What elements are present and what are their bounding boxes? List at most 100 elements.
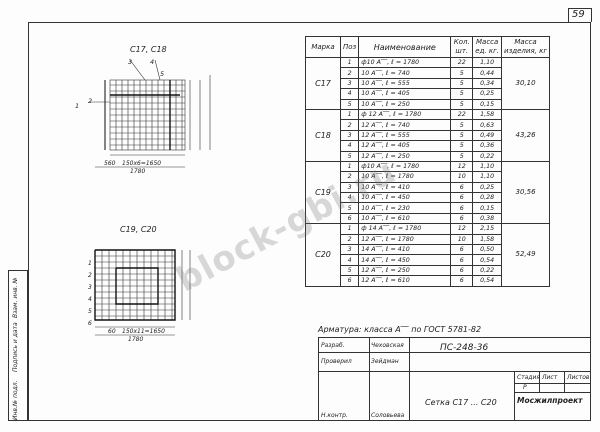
pos-cell: 1 [339, 223, 360, 235]
pos-cell: 4 [339, 140, 360, 152]
drawing-2-callout-1: 1 [88, 260, 92, 267]
qty-cell: 12 [450, 160, 474, 173]
mass-cell: 0,49 [472, 129, 503, 142]
total-mass-cell: 30,56 [501, 160, 551, 225]
table-row: 4 12 А‾‾, ℓ = 405 5 0,36 [306, 140, 550, 152]
mark-cell: С18 [305, 108, 341, 162]
drawing-1-title: С17, С18 [130, 45, 167, 54]
name-normcontrol: Соловьева [371, 412, 405, 419]
pos-cell: 2 [339, 67, 360, 79]
header-qty: Кол.шт. [450, 36, 474, 58]
header-mark: Марка [305, 36, 341, 58]
mass-cell: 0,28 [472, 192, 503, 204]
mass-cell: 0,22 [472, 264, 503, 277]
side-strip-label-3: Взам. инв. № [12, 277, 19, 318]
table-row: 6 12 А‾‾, ℓ = 610 6 0,54 [306, 275, 550, 287]
header-pos: Поз [339, 36, 360, 58]
mass-cell: 0,25 [472, 88, 503, 100]
drawing-1-dim-3: 1780 [130, 168, 146, 175]
mass-cell: 0,54 [472, 275, 503, 287]
role-normcontrol: Н.контр. [321, 412, 348, 419]
total-mass-cell: 52,49 [501, 223, 551, 287]
qty-cell: 5 [450, 98, 474, 110]
tb-divider [564, 371, 565, 392]
qty-cell: 6 [450, 244, 474, 256]
qty-cell: 6 [450, 275, 474, 287]
side-strip-label-2: Подпись и дата [12, 322, 19, 372]
mass-cell: 0,25 [472, 181, 503, 194]
mesh-drawing-c19-c20 [94, 249, 191, 336]
tb-divider [514, 371, 515, 420]
mass-cell: 2,15 [472, 223, 503, 235]
drawing-2-dim-3: 1780 [128, 336, 144, 343]
mass-cell: 0,63 [472, 119, 503, 131]
name-cell: 14 А‾‾, ℓ = 450 [358, 254, 452, 266]
mass-cell: 0,38 [472, 212, 503, 225]
name-cell: 12 А‾‾, ℓ = 740 [358, 119, 452, 131]
table-row: 5 12 А‾‾, ℓ = 250 5 0,22 [306, 150, 550, 162]
total-mass-cell: 43,26 [501, 108, 551, 162]
mass-cell: 1,58 [472, 233, 503, 246]
total-mass-cell: 30,10 [501, 57, 551, 110]
table-row: С20 1 ф 14 А‾‾, ℓ = 1780 12 2,15 52,49 [305, 223, 551, 287]
qty-cell: 10 [450, 171, 474, 183]
pos-cell: 5 [339, 98, 360, 110]
side-strip-label-1: Инв.№ подл. [12, 380, 19, 421]
qty-cell: 5 [450, 140, 474, 152]
side-strip [8, 270, 28, 421]
header-mass-line2: ед. кг. [475, 47, 500, 55]
pos-cell: 5 [339, 264, 360, 277]
qty-cell: 5 [450, 119, 474, 131]
qty-cell: 5 [450, 129, 474, 142]
table-row: С18 1 ф 12 А‾‾, ℓ = 1780 22 1,58 43,26 [305, 108, 551, 162]
name-cell: ф 14 А‾‾, ℓ = 1780 [358, 223, 452, 235]
pos-cell: 6 [339, 275, 360, 287]
mass-cell: 1,58 [472, 108, 503, 121]
mass-cell: 1,10 [472, 160, 503, 173]
name-cell: ф 12 А‾‾, ℓ = 1780 [358, 108, 452, 121]
header-name: Наименование [358, 36, 452, 58]
name-developer: Чеховская [371, 342, 404, 349]
tb-divider [514, 383, 590, 384]
qty-cell: 6 [450, 192, 474, 204]
tb-divider [319, 371, 590, 372]
qty-cell: 6 [450, 254, 474, 266]
qty-cell: 6 [450, 212, 474, 225]
drawing-1-dim-1: 560 [104, 160, 116, 167]
mark-cell: С20 [305, 223, 341, 287]
mass-cell: 0,34 [472, 77, 503, 90]
drawing-2-title: С19, С20 [120, 225, 157, 234]
pos-cell: 3 [339, 129, 360, 142]
pos-cell: 4 [339, 254, 360, 266]
qty-cell: 22 [450, 108, 474, 121]
mass-cell: 0,15 [472, 202, 503, 214]
drawing-2-dim-2: 150х11=1650 [122, 328, 165, 335]
mass-cell: 0,54 [472, 254, 503, 266]
name-cell: 10 А‾‾, ℓ = 250 [358, 98, 452, 110]
pos-cell: 4 [339, 88, 360, 100]
name-cell: 10 А‾‾, ℓ = 230 [358, 202, 452, 214]
name-cell: 12 А‾‾, ℓ = 405 [358, 140, 452, 152]
drawing-1-callout-5: 5 [160, 70, 165, 78]
qty-cell: 5 [450, 67, 474, 79]
name-cell: 10 А‾‾, ℓ = 610 [358, 212, 452, 225]
drawing-1-callout-3: 3 [128, 58, 133, 66]
header-mass-line1: Масса [475, 38, 499, 46]
drawing-1-callout-1: 1 [75, 102, 80, 110]
name-cell: 12 А‾‾, ℓ = 1780 [358, 233, 452, 246]
name-checker: Зейдман [371, 358, 399, 365]
mass-cell: 0,36 [472, 140, 503, 152]
mass-cell: 0,22 [472, 150, 503, 162]
drawing-frame [28, 22, 591, 421]
drawing-2-callout-4: 4 [88, 296, 92, 303]
reinforcement-note: Арматура: класса А‾‾ по ГОСТ 5781-82 [318, 325, 482, 334]
qty-cell: 22 [450, 56, 474, 69]
role-checker: Проверил [321, 358, 352, 365]
table-row: С17 1 ф10 А‾‾, ℓ = 1780 22 1,10 30,10 [305, 56, 551, 110]
pos-cell: 1 [339, 56, 360, 69]
name-cell: 10 А‾‾, ℓ = 740 [358, 67, 452, 79]
